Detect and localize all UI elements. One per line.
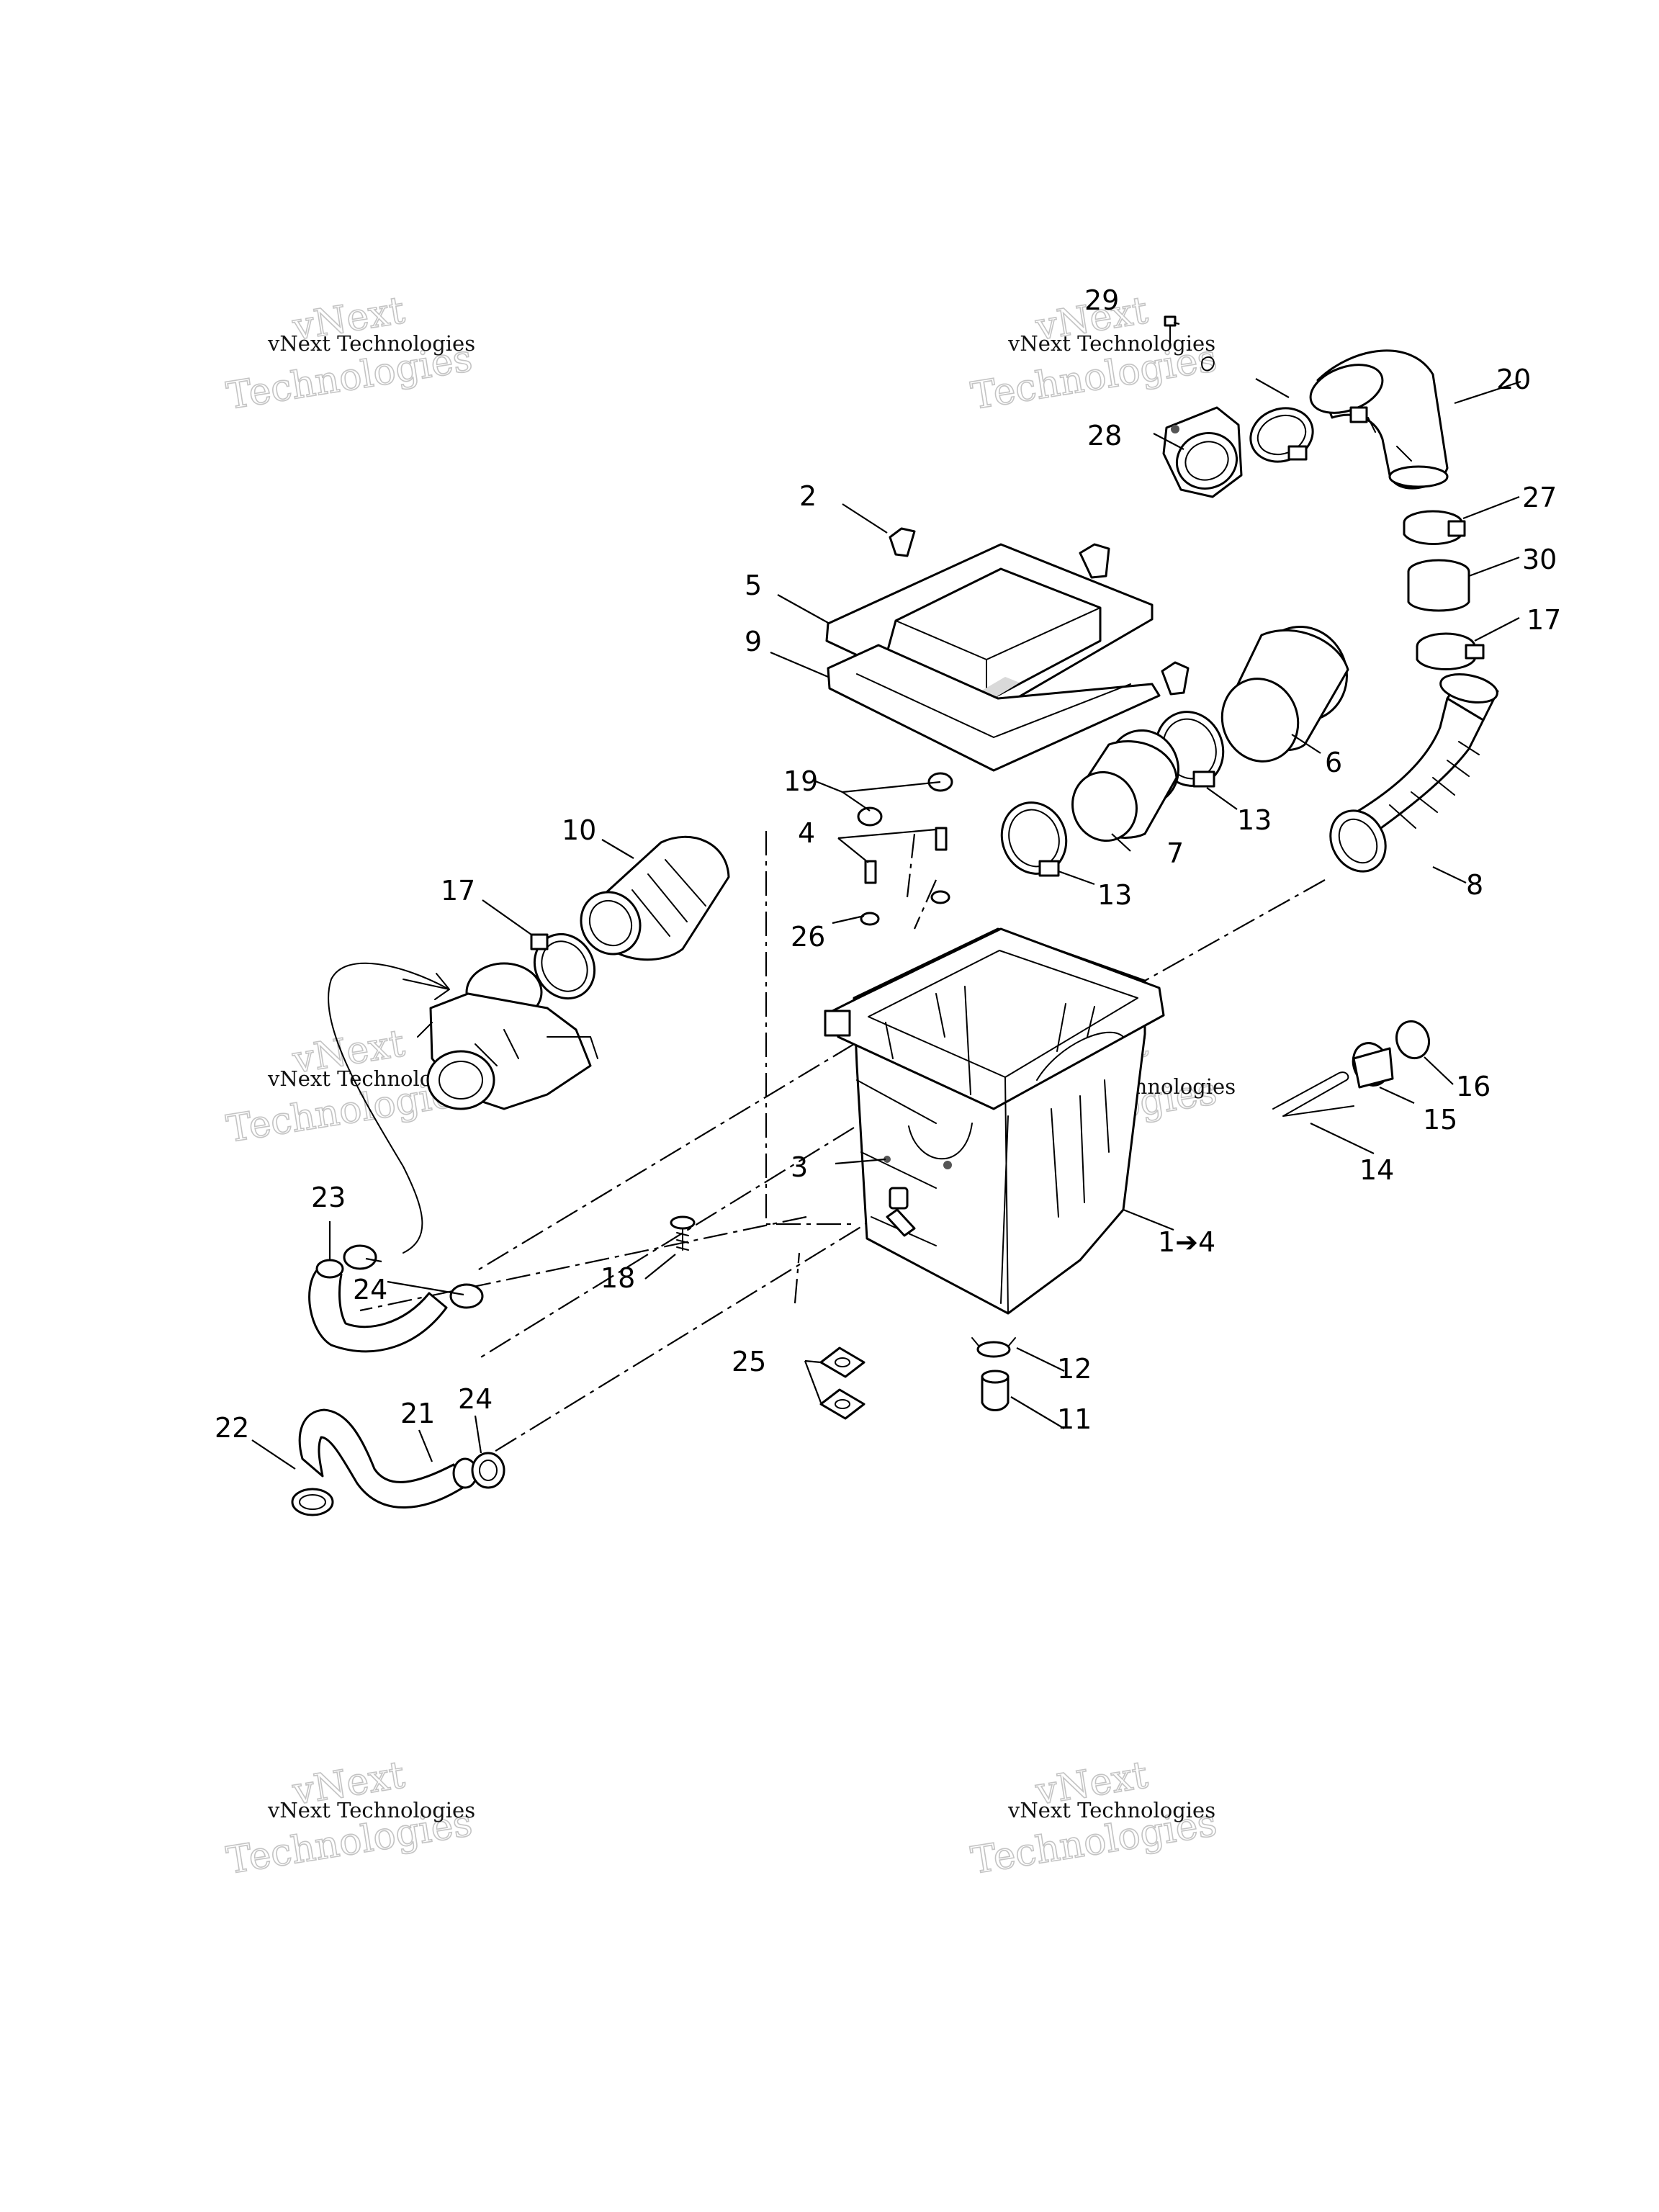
watermark-text: vNext Technologies bbox=[267, 331, 475, 356]
part-label: 12 bbox=[1057, 1353, 1092, 1385]
drain-clamp-and-plug bbox=[971, 1337, 1016, 1411]
part-label: 23 bbox=[311, 1182, 346, 1213]
intake-duct bbox=[1329, 673, 1499, 873]
hose-clamp-24-upper bbox=[343, 1244, 484, 1309]
part-label: 13 bbox=[1097, 879, 1132, 911]
part-label: 26 bbox=[791, 921, 825, 953]
part-label: 28 bbox=[1087, 420, 1122, 451]
part-label: 5 bbox=[745, 570, 762, 601]
carburetor-boot bbox=[580, 835, 730, 961]
part-label: 14 bbox=[1359, 1154, 1394, 1186]
vent-hose-loop bbox=[328, 962, 450, 1254]
part-label: 6 bbox=[1325, 747, 1342, 778]
part-label: 13 bbox=[1237, 804, 1272, 836]
air-box bbox=[824, 927, 1165, 1315]
part-label: 17 bbox=[441, 875, 475, 907]
hose-clamp-27 bbox=[1403, 510, 1466, 545]
part-label: 18 bbox=[601, 1262, 635, 1294]
intake-sleeve bbox=[1220, 625, 1349, 763]
bolt-18 bbox=[670, 1215, 696, 1251]
part-label: 7 bbox=[1166, 837, 1184, 869]
watermark: vNext Technologies vNext Technologies bbox=[968, 1753, 1220, 1883]
part-label: 15 bbox=[1423, 1104, 1457, 1136]
part-label: 24 bbox=[353, 1274, 387, 1305]
coupler-tube bbox=[1407, 559, 1470, 612]
square-gaskets bbox=[819, 1346, 866, 1420]
hose-clamp-17-left bbox=[530, 932, 596, 1000]
part-label: 24 bbox=[458, 1383, 493, 1415]
hose-clamp-22 bbox=[291, 1488, 334, 1516]
screw-29 bbox=[1164, 315, 1215, 372]
part-label: 25 bbox=[732, 1346, 766, 1377]
watermark: vNext Technologies vNext Technologies bbox=[223, 1753, 476, 1883]
part-label: 1➔4 bbox=[1158, 1226, 1215, 1258]
part-label: 4 bbox=[798, 817, 815, 849]
part-label: 16 bbox=[1456, 1071, 1491, 1102]
hose-21 bbox=[298, 1408, 478, 1509]
part-label: 10 bbox=[562, 814, 596, 846]
hose-clamp-24-lower bbox=[471, 1452, 505, 1489]
watermark-text: vNext Technologies bbox=[267, 1798, 475, 1822]
cover-clips bbox=[889, 527, 1190, 696]
part-label: 11 bbox=[1057, 1403, 1092, 1435]
watermark-text: vNext Technologies bbox=[1007, 1798, 1215, 1822]
adapter-tube bbox=[1071, 729, 1179, 842]
part-label: 8 bbox=[1466, 869, 1483, 901]
part-number-labels: 29 20 28 27 30 17 2 5 9 6 13 7 8 19 4 13… bbox=[215, 284, 1561, 1444]
alignment-lines bbox=[359, 820, 1326, 1455]
intake-flange bbox=[1162, 406, 1243, 498]
part-label: 27 bbox=[1522, 482, 1557, 513]
part-label: 9 bbox=[745, 626, 762, 657]
watermark: vNext Technologies vNext Technologies bbox=[223, 288, 476, 418]
retaining-rod-and-caps bbox=[1272, 1020, 1431, 1117]
air-filter bbox=[827, 644, 1161, 772]
hose-clamp-17-right bbox=[1416, 632, 1485, 670]
part-label: 20 bbox=[1496, 364, 1531, 395]
part-label: 19 bbox=[783, 765, 818, 797]
carburetor bbox=[417, 962, 598, 1110]
part-label: 21 bbox=[400, 1398, 435, 1429]
part-label: 17 bbox=[1527, 604, 1561, 636]
part-label: 22 bbox=[215, 1412, 249, 1444]
part-label: 30 bbox=[1522, 544, 1557, 575]
part-label: 2 bbox=[799, 480, 817, 512]
hose-clamp-upper bbox=[1249, 407, 1314, 463]
intake-elbow bbox=[1309, 349, 1449, 490]
part-label: 3 bbox=[791, 1151, 808, 1183]
leader-lines bbox=[251, 321, 1521, 1470]
grommets-and-washers bbox=[857, 772, 953, 926]
part-label: 29 bbox=[1084, 284, 1119, 316]
watermark-text: vNext Technologies bbox=[1007, 331, 1215, 356]
